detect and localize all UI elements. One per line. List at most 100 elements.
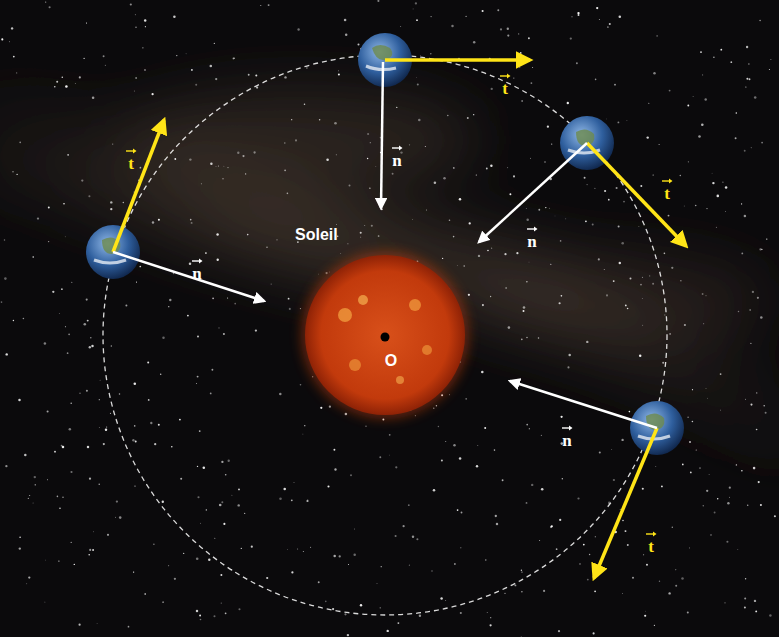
star — [297, 28, 299, 30]
star — [364, 225, 365, 226]
star — [587, 579, 589, 581]
vector-name: n — [191, 265, 203, 282]
star — [132, 439, 134, 441]
star — [140, 167, 142, 169]
star — [745, 87, 746, 88]
star — [749, 78, 751, 80]
star — [70, 542, 71, 543]
star — [171, 446, 173, 448]
star — [23, 318, 25, 320]
star — [419, 615, 421, 617]
star — [173, 16, 176, 19]
star — [395, 466, 397, 468]
star — [71, 282, 72, 283]
star — [347, 634, 349, 636]
star — [766, 238, 767, 239]
star — [456, 265, 458, 267]
star — [558, 630, 560, 632]
star — [191, 69, 193, 71]
star — [162, 336, 164, 338]
star — [206, 509, 207, 510]
star — [291, 499, 293, 501]
star — [125, 305, 127, 307]
star — [197, 336, 199, 338]
star — [706, 208, 707, 209]
star — [486, 168, 488, 170]
star — [11, 27, 13, 29]
star — [369, 188, 370, 189]
star — [502, 479, 504, 481]
star — [105, 428, 107, 430]
star — [197, 466, 198, 467]
star — [64, 236, 66, 238]
star — [680, 175, 681, 176]
star — [759, 248, 761, 250]
star — [189, 262, 192, 265]
star — [233, 58, 235, 60]
star — [144, 593, 146, 595]
star — [509, 193, 511, 195]
star — [669, 333, 671, 335]
star — [460, 612, 462, 614]
star — [106, 427, 107, 428]
vector-arrow — [499, 73, 511, 79]
star — [162, 501, 164, 503]
star — [28, 498, 29, 499]
star — [675, 585, 677, 587]
star — [769, 69, 770, 70]
star — [371, 225, 373, 227]
star — [473, 41, 475, 43]
star — [412, 8, 414, 10]
star — [196, 610, 199, 613]
star — [334, 122, 337, 125]
star — [83, 58, 84, 59]
star — [611, 449, 613, 451]
star — [144, 69, 145, 70]
star — [211, 369, 213, 371]
star — [748, 63, 749, 64]
star — [409, 144, 410, 145]
star — [416, 538, 418, 540]
star — [544, 161, 545, 162]
star — [668, 592, 670, 594]
star — [320, 407, 322, 409]
star — [201, 183, 202, 184]
star — [655, 466, 657, 468]
star — [528, 261, 530, 263]
star — [559, 302, 561, 304]
vector-name: n — [526, 233, 538, 250]
star — [625, 305, 627, 307]
star — [629, 411, 631, 413]
star — [223, 523, 225, 525]
star — [345, 34, 347, 36]
star — [440, 597, 442, 599]
star — [692, 389, 693, 390]
star — [770, 58, 772, 60]
star — [392, 173, 394, 175]
star — [365, 426, 366, 427]
star — [154, 443, 156, 445]
star — [688, 547, 690, 549]
star — [453, 167, 455, 169]
star — [291, 571, 293, 573]
vector-arrow — [391, 145, 403, 151]
star — [381, 208, 383, 210]
star — [699, 467, 701, 469]
star — [420, 55, 422, 57]
star — [119, 393, 121, 395]
star — [727, 502, 729, 504]
star — [594, 590, 596, 592]
star — [214, 538, 215, 539]
star — [214, 43, 215, 44]
star — [47, 410, 49, 412]
star — [570, 37, 572, 39]
star — [708, 474, 710, 476]
star — [465, 16, 466, 17]
star — [586, 341, 588, 343]
star — [760, 504, 762, 506]
star — [416, 76, 418, 78]
star — [375, 165, 377, 167]
star — [400, 25, 402, 27]
star — [541, 488, 544, 491]
